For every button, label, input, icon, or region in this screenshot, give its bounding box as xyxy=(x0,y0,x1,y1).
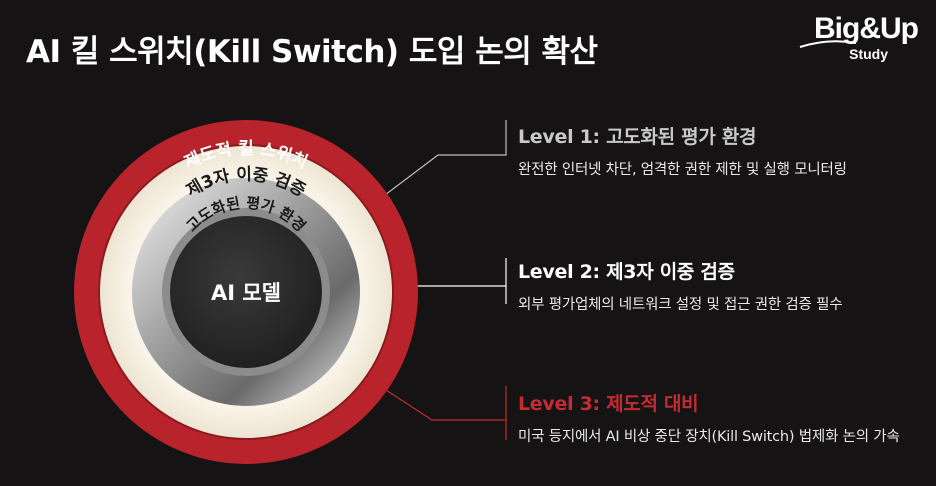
level-2-desc: 외부 평가업체의 네트워크 설정 및 접근 권한 검증 필수 xyxy=(518,297,843,313)
level-1-block: Level 1: 고도화된 평가 환경 완전한 인터넷 차단, 엄격한 권한 제… xyxy=(518,122,847,179)
core-circle xyxy=(170,216,322,368)
logo-main-text: Big&Up xyxy=(814,12,919,45)
level-2-block: Level 2: 제3자 이중 검증 외부 평가업체의 네트워크 설정 및 접근… xyxy=(518,257,843,314)
level-1-desc: 완전한 인터넷 차단, 엄격한 권한 제한 및 실행 모니터링 xyxy=(518,162,847,178)
logo-swoosh-icon xyxy=(799,40,857,48)
brand-logo: Big&Up Study xyxy=(798,12,919,72)
level-3-block: Level 3: 제도적 대비 미국 등지에서 AI 비상 중단 장치(Kill… xyxy=(518,389,900,446)
page-title: AI 킬 스위치(Kill Switch) 도입 논의 확산 xyxy=(26,34,598,70)
level-3-desc: 미국 등지에서 AI 비상 중단 장치(Kill Switch) 법제화 논의 … xyxy=(518,429,900,445)
level-3-title: Level 3: 제도적 대비 xyxy=(518,393,699,415)
level-1-title: Level 1: 고도화된 평가 환경 xyxy=(518,126,757,148)
level-2-title: Level 2: 제3자 이중 검증 xyxy=(518,261,735,283)
connector-line-3 xyxy=(385,389,506,421)
core-label: AI 모델 xyxy=(211,281,281,305)
logo-sub-text: Study xyxy=(849,46,888,62)
